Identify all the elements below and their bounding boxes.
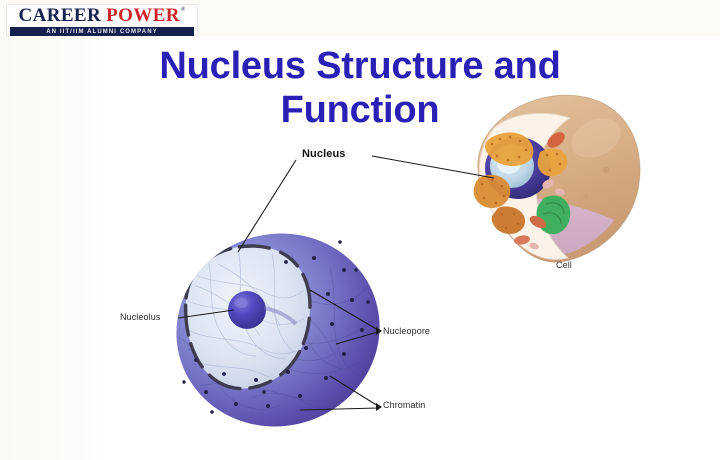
logo-tagline-bar: AN IIT/IIM ALUMNI COMPANY bbox=[10, 27, 194, 36]
registered-mark-icon: ® bbox=[180, 7, 186, 13]
logo-wordmark: CAREER POWER ® bbox=[10, 6, 194, 26]
label-nucleolus: Nucleolus bbox=[120, 312, 161, 322]
logo-tagline: AN IIT/IIM ALUMNI COMPANY bbox=[46, 28, 158, 35]
page-title-line2: Function bbox=[280, 89, 440, 132]
background-left-strip bbox=[0, 36, 108, 460]
logo-word-career: CAREER bbox=[18, 5, 102, 26]
career-power-logo: CAREER POWER ® AN IIT/IIM ALUMNI COMPANY bbox=[6, 4, 198, 36]
logo-word-power: POWER bbox=[106, 5, 180, 26]
page-title-line1: Nucleus Structure and bbox=[159, 45, 561, 87]
label-nucleus: Nucleus bbox=[302, 148, 346, 160]
label-chromatin: Chromatin bbox=[383, 400, 426, 410]
label-nucleopore: Nucleopore bbox=[383, 326, 431, 336]
page-title: Nucleus Structure and Function bbox=[110, 44, 610, 133]
label-cell: Cell bbox=[556, 260, 572, 270]
